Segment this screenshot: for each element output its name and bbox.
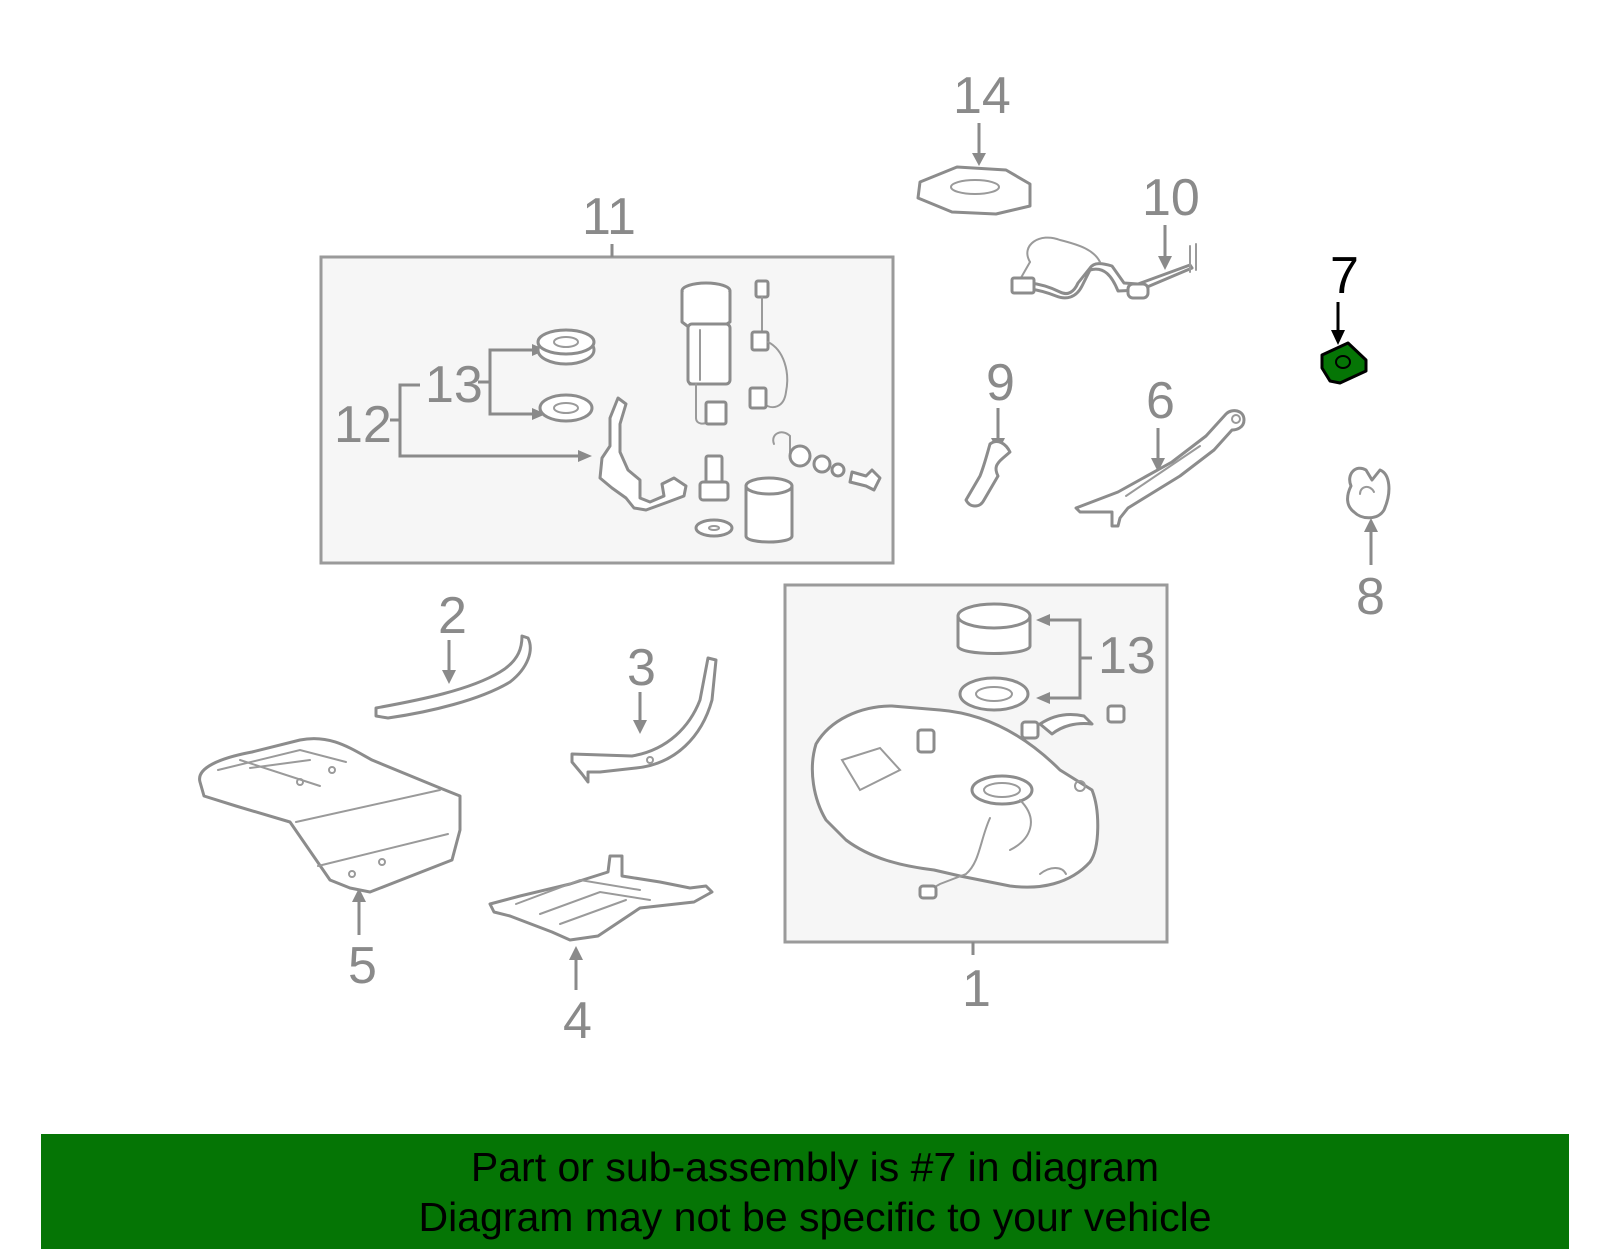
callout-7: 7 bbox=[1330, 247, 1359, 305]
leader-5 bbox=[352, 888, 366, 935]
leader-12 bbox=[390, 383, 592, 462]
leader-13-upper bbox=[478, 344, 546, 420]
leader-3 bbox=[633, 692, 647, 734]
subassembly-box-11 bbox=[319, 255, 895, 565]
part-10-vent-hose bbox=[1010, 236, 1197, 300]
leader-13-lower bbox=[1036, 614, 1092, 704]
callout-5: 5 bbox=[348, 937, 377, 995]
part-2-bracket bbox=[374, 634, 532, 720]
part-7-highlighted bbox=[1320, 341, 1368, 385]
callout-12: 12 bbox=[334, 396, 392, 454]
leader-4 bbox=[569, 946, 583, 990]
leader-8 bbox=[1364, 518, 1378, 565]
leader-7 bbox=[1331, 302, 1345, 345]
leader-6 bbox=[1151, 428, 1165, 472]
callout-13-upper: 13 bbox=[425, 356, 483, 414]
callout-6: 6 bbox=[1146, 372, 1175, 430]
callout-1: 1 bbox=[962, 960, 991, 1018]
callout-9: 9 bbox=[986, 354, 1015, 412]
part-4-frame bbox=[488, 854, 714, 942]
callout-2: 2 bbox=[438, 587, 467, 645]
part-1-fuel-tank bbox=[810, 602, 1126, 900]
callout-10: 10 bbox=[1142, 169, 1200, 227]
part-8-clip bbox=[1346, 466, 1391, 520]
info-banner: Part or sub-assembly is #7 in diagram Di… bbox=[41, 1134, 1569, 1249]
part-5-undercover bbox=[198, 737, 462, 894]
banner-line-2: Diagram may not be specific to your vehi… bbox=[418, 1194, 1212, 1240]
callout-13-lower: 13 bbox=[1098, 627, 1156, 685]
part-14-access-cover bbox=[916, 165, 1032, 216]
part-3-bracket bbox=[570, 656, 718, 784]
callout-11: 11 bbox=[582, 188, 636, 246]
callout-14: 14 bbox=[953, 67, 1011, 125]
banner-line-1: Part or sub-assembly is #7 in diagram bbox=[470, 1144, 1160, 1190]
leader-2 bbox=[442, 640, 456, 684]
leader-14 bbox=[972, 123, 986, 166]
part-9-hose bbox=[964, 440, 1012, 508]
part-6-filler-pipe bbox=[1074, 409, 1246, 528]
leader-10 bbox=[1158, 225, 1172, 270]
part-11-fuel-pump-module bbox=[536, 279, 882, 544]
callout-8: 8 bbox=[1356, 568, 1385, 626]
callout-4: 4 bbox=[563, 992, 592, 1050]
callout-3: 3 bbox=[627, 639, 656, 697]
